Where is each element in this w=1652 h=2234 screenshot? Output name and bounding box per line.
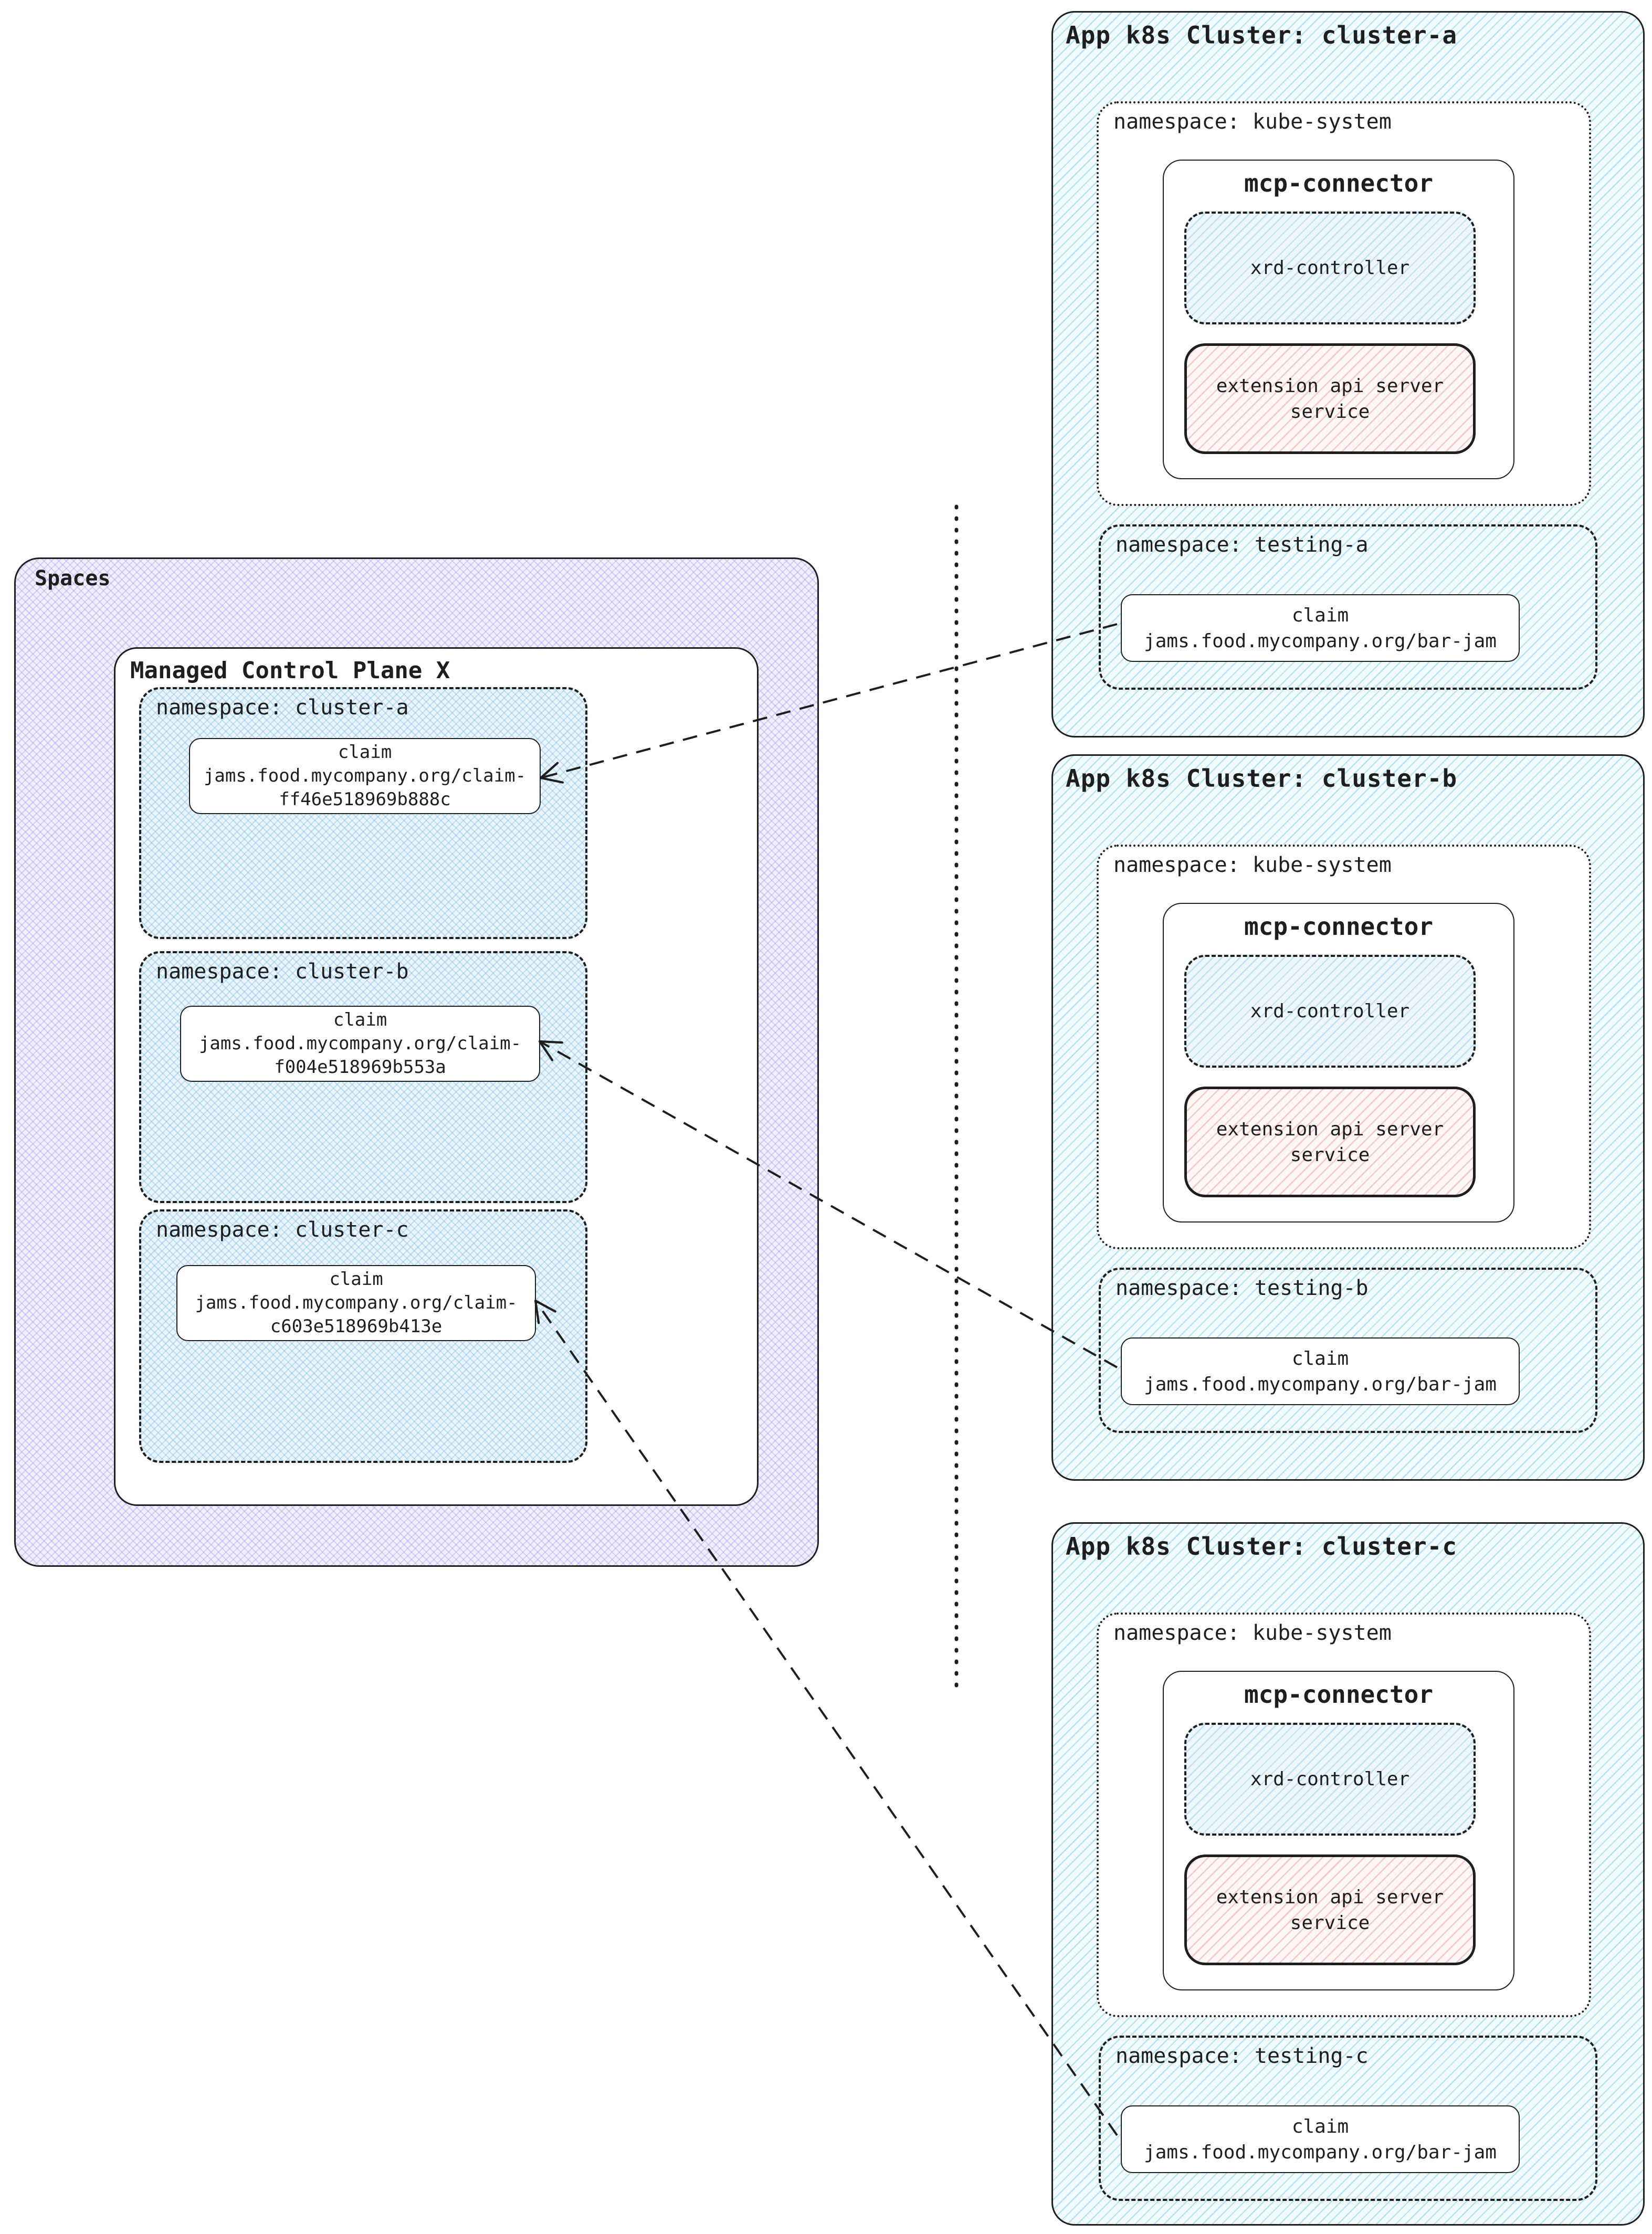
- claim-title: claim: [1291, 1347, 1349, 1369]
- claim-url: jams.food.mycompany.org/bar-jam: [1144, 1373, 1497, 1395]
- app-k8s-cluster-b: App k8s Cluster: cluster-b namespace: ku…: [1051, 754, 1645, 1481]
- kube-system-namespace-box: namespace: kube-system mcp-connector xrd…: [1097, 845, 1591, 1249]
- claim-bar-jam-box-b: claim jams.food.mycompany.org/bar-jam: [1121, 1337, 1520, 1405]
- claim-url: jams.food.mycompany.org/bar-jam: [1144, 2141, 1497, 2163]
- extension-api-line2: service: [1290, 1912, 1370, 1934]
- namespace-cluster-a-box: namespace: cluster-a claim jams.food.myc…: [139, 687, 587, 939]
- kube-system-label: namespace: kube-system: [1113, 110, 1392, 134]
- namespace-cluster-a-label: namespace: cluster-a: [156, 696, 409, 720]
- kube-system-label: namespace: kube-system: [1113, 1621, 1392, 1645]
- namespace-cluster-b-label: namespace: cluster-b: [156, 960, 409, 984]
- claim-url-line1: jams.food.mycompany.org/claim-: [203, 765, 527, 786]
- claim-title: claim: [333, 1009, 387, 1030]
- kube-system-label: namespace: kube-system: [1113, 853, 1392, 877]
- cluster-c-title: App k8s Cluster: cluster-c: [1066, 1532, 1458, 1561]
- extension-api-line2: service: [1290, 401, 1370, 423]
- claim-title: claim: [1291, 2115, 1349, 2137]
- claim-bar-jam-box-a: claim jams.food.mycompany.org/bar-jam: [1121, 594, 1520, 662]
- extension-api-line2: service: [1290, 1144, 1370, 1166]
- namespace-cluster-b-box: namespace: cluster-b claim jams.food.myc…: [139, 951, 587, 1203]
- claim-url-line2: c603e518969b413e: [270, 1316, 443, 1337]
- extension-api-line1: extension api server: [1216, 1118, 1444, 1140]
- kube-system-namespace-box: namespace: kube-system mcp-connector xrd…: [1097, 101, 1591, 506]
- spaces-container: Spaces Managed Control Plane X namespace…: [14, 557, 819, 1567]
- mcp-connector-label: mcp-connector: [1244, 169, 1434, 197]
- xrd-controller-box: xrd-controller: [1184, 1723, 1476, 1836]
- testing-c-namespace-box: namespace: testing-c claim jams.food.myc…: [1099, 2036, 1597, 2201]
- spaces-label: Spaces: [35, 566, 111, 591]
- extension-api-line1: extension api server: [1216, 1886, 1444, 1908]
- claim-url-line1: jams.food.mycompany.org/claim-: [195, 1292, 518, 1313]
- claim-url-line2: f004e518969b553a: [274, 1057, 446, 1078]
- claim-url-line1: jams.food.mycompany.org/claim-: [198, 1033, 522, 1054]
- xrd-controller-box: xrd-controller: [1184, 955, 1476, 1068]
- mcp-connector-box: mcp-connector xrd-controller extension a…: [1163, 903, 1514, 1223]
- testing-b-namespace-box: namespace: testing-b claim jams.food.myc…: [1099, 1268, 1597, 1433]
- extension-api-server-box: extension api server service: [1184, 1854, 1476, 1965]
- testing-b-label: namespace: testing-b: [1116, 1276, 1369, 1300]
- xrd-controller-label: xrd-controller: [1250, 257, 1410, 279]
- app-k8s-cluster-c: App k8s Cluster: cluster-c namespace: ku…: [1051, 1522, 1645, 2226]
- extension-api-server-box: extension api server service: [1184, 1087, 1476, 1197]
- claim-title: claim: [338, 742, 392, 763]
- extension-api-line1: extension api server: [1216, 375, 1444, 397]
- kube-system-namespace-box: namespace: kube-system mcp-connector xrd…: [1097, 1613, 1591, 2017]
- claim-bar-jam-box-c: claim jams.food.mycompany.org/bar-jam: [1121, 2105, 1520, 2173]
- cluster-b-title: App k8s Cluster: cluster-b: [1066, 764, 1458, 793]
- xrd-controller-label: xrd-controller: [1250, 1000, 1410, 1022]
- claim-title: claim: [1291, 604, 1349, 626]
- namespace-cluster-c-label: namespace: cluster-c: [156, 1218, 409, 1242]
- xrd-controller-box: xrd-controller: [1184, 212, 1476, 324]
- managed-control-plane-label: Managed Control Plane X: [130, 657, 450, 684]
- xrd-controller-label: xrd-controller: [1250, 1768, 1410, 1790]
- app-k8s-cluster-a: App k8s Cluster: cluster-a namespace: ku…: [1051, 11, 1645, 737]
- mcp-connector-box: mcp-connector xrd-controller extension a…: [1163, 160, 1514, 479]
- managed-control-plane-box: Managed Control Plane X namespace: clust…: [114, 647, 759, 1506]
- testing-a-namespace-box: namespace: testing-a claim jams.food.myc…: [1099, 524, 1597, 690]
- cluster-a-title: App k8s Cluster: cluster-a: [1066, 21, 1458, 49]
- claim-box-cluster-b: claim jams.food.mycompany.org/claim- f00…: [180, 1006, 540, 1082]
- claim-box-cluster-c: claim jams.food.mycompany.org/claim- c60…: [176, 1265, 536, 1341]
- testing-c-label: namespace: testing-c: [1116, 2044, 1369, 2068]
- namespace-cluster-c-box: namespace: cluster-c claim jams.food.myc…: [139, 1209, 587, 1463]
- testing-a-label: namespace: testing-a: [1116, 533, 1369, 557]
- claim-url: jams.food.mycompany.org/bar-jam: [1144, 630, 1497, 652]
- claim-title: claim: [329, 1269, 383, 1290]
- mcp-connector-label: mcp-connector: [1244, 1680, 1434, 1709]
- mcp-connector-box: mcp-connector xrd-controller extension a…: [1163, 1671, 1514, 1990]
- mcp-connector-label: mcp-connector: [1244, 912, 1434, 941]
- claim-box-cluster-a: claim jams.food.mycompany.org/claim- ff4…: [189, 738, 541, 814]
- claim-url-line2: ff46e518969b888c: [279, 789, 451, 810]
- extension-api-server-box: extension api server service: [1184, 343, 1476, 454]
